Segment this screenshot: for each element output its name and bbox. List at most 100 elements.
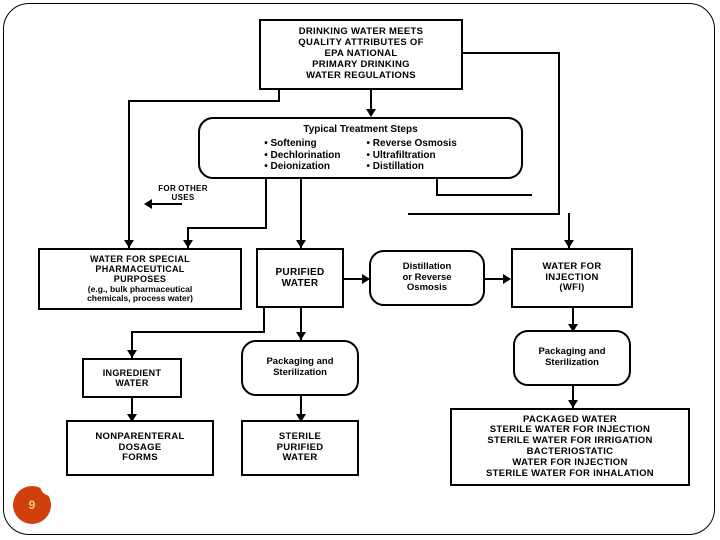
packaged-water-line-2: STERILE WATER FOR INJECTION [489,424,651,436]
sterile-purified-line-1: STERILE [278,430,322,442]
edge-treatment-to-special-fall [187,227,190,248]
edge-drinking-left-stub [278,90,281,102]
edge-for-other-uses [152,203,182,206]
special-pharma-line-1: WATER FOR SPECIAL [90,253,190,264]
node-packaging-sterilization-right[interactable]: Packaging and Sterilization [513,330,631,386]
purified-water-line-1: PURIFIED [275,266,325,278]
nonparenteral-line-3: FORMS [122,452,158,464]
wfi-line-3: (WFI) [559,282,585,294]
arrowhead-packaging-center [296,332,306,340]
node-special-pharmaceutical[interactable]: WATER FOR SPECIAL PHARMACEUTICAL PURPOSE… [38,248,242,310]
arrowhead-special-pharma-left [124,240,134,248]
drinking-water-line-5: WATER REGULATIONS [306,69,416,81]
node-water-for-injection[interactable]: WATER FOR INJECTION (WFI) [511,248,633,308]
packaged-water-line-1: PACKAGED WATER [522,413,618,425]
for-other-uses-line-2: OTHER [178,184,208,193]
edge-treatment-to-special-run [187,227,267,230]
edge-ingredient-to-nonparenteral [131,398,134,420]
page-badge-notch [40,485,51,496]
packaging-center-line-2: Sterilization [273,367,327,378]
packaging-right-line-2: Sterilization [545,357,599,368]
node-sterile-purified-water[interactable]: STERILE PURIFIED WATER [241,420,359,476]
arrowhead-treatment-in [366,109,376,117]
page-number-text: 9 [28,498,36,512]
for-other-uses-line-3: USES [171,192,195,202]
drinking-water-line-4: PRIMARY DRINKING [312,58,410,70]
edge-purified-to-ingredient-drop [263,308,266,333]
packaged-water-line-4: BACTERIOSTATIC [526,446,614,457]
node-nonparenteral-dosage-forms[interactable]: NONPARENTERAL DOSAGE FORMS [66,420,214,476]
arrowhead-wfi-left [503,274,511,284]
treatment-left-item-3: • Deionization [264,160,330,172]
purified-water-line-2: WATER [281,278,319,289]
edge-drinking-right-top [462,52,560,55]
edge-treatment-to-ro-run [436,194,532,197]
drinking-water-line-2: QUALITY ATTRIBUTES OF [298,37,424,49]
special-pharma-line-5: chemicals, process water) [87,293,193,304]
nonparenteral-line-2: DOSAGE [118,441,162,453]
edge-treatment-to-special-drop [265,178,268,229]
ingredient-water-line-1: INGREDIENT [102,367,162,378]
treatment-right-item-1: • Reverse Osmosis [366,138,457,150]
sterile-purified-line-2: PURIFIED [276,441,324,453]
arrowhead-ro-left [362,274,370,284]
annotation-for-other-uses: FOR OTHER USES [153,184,213,202]
edge-right-trunk-to-wfi [568,213,571,248]
edge-packaging-to-sterile [300,396,303,420]
treatment-steps-column-left: • Softening • Dechlorination • Deionizat… [264,138,340,172]
treatment-left-item-2: • Dechlorination [264,149,341,161]
ingredient-water-line-2: WATER [115,378,149,388]
node-packaged-water[interactable]: PACKAGED WATER STERILE WATER FOR INJECTI… [450,408,690,486]
edge-packaging-to-packaged [572,386,575,408]
for-other-uses-line-1: FOR [158,184,177,193]
drinking-water-line-1: DRINKING WATER MEETS [298,26,424,38]
drinking-water-line-3: EPA NATIONAL [324,48,398,60]
node-packaging-sterilization-center[interactable]: Packaging and Sterilization [241,340,359,396]
node-treatment-steps[interactable]: Typical Treatment Steps • Softening • De… [198,117,523,179]
arrowhead-packaged-water [568,400,578,408]
edge-drinking-right-run [408,213,560,216]
special-pharma-line-2: PHARMACEUTICAL [95,264,185,275]
packaging-right-line-1: Packaging and [538,346,606,358]
arrowhead-for-other-uses [144,199,152,209]
edge-purified-to-ro [343,278,369,281]
treatment-steps-heading: Typical Treatment Steps [303,123,418,135]
edge-drinking-right-drop [558,52,561,215]
special-pharma-line-4: (e.g., bulk pharmaceutical [87,283,193,294]
packaging-center-line-1: Packaging and [266,356,334,368]
arrowhead-wfi-top [564,240,574,248]
wfi-line-1: WATER FOR [542,260,602,272]
arrowhead-nonparenteral [127,414,137,422]
edge-purified-to-ingredient-fall [131,331,134,358]
edge-drinking-to-treatment [370,90,373,112]
treatment-right-item-3: • Distillation [366,160,424,172]
packaged-water-line-5: WATER FOR INJECTION [512,456,628,468]
node-purified-water[interactable]: PURIFIED WATER [256,248,344,308]
treatment-steps-columns: • Softening • Dechlorination • Deionizat… [264,138,457,172]
arrowhead-purified-water [296,240,306,248]
node-ingredient-water[interactable]: INGREDIENT WATER [82,358,182,398]
edge-treatment-to-purified-stub [300,178,303,248]
node-drinking-water[interactable]: DRINKING WATER MEETS QUALITY ATTRIBUTES … [259,19,463,90]
edge-wfi-to-packaging [572,308,575,334]
edge-ro-to-wfi [484,278,510,281]
packaged-water-line-3: STERILE WATER FOR IRRIGATION [487,435,653,447]
distillation-ro-line-2: or Reverse [402,271,452,283]
treatment-left-item-1: • Softening [264,138,317,150]
edge-treatment-to-ro-drop [436,178,439,196]
distillation-ro-line-3: Osmosis [406,282,448,294]
treatment-right-item-2: • Ultrafiltration [366,149,436,161]
distillation-ro-line-1: Distillation [402,260,452,272]
wfi-line-2: INJECTION [545,271,599,283]
special-pharma-line-3: PURPOSES [113,274,167,285]
edge-purified-to-packaging [300,308,303,340]
arrowhead-ingredient-water [127,350,137,358]
page-number-badge: 9 [13,485,51,524]
nonparenteral-line-1: NONPARENTERAL [95,430,185,442]
node-distillation-reverse-osmosis[interactable]: Distillation or Reverse Osmosis [369,250,485,306]
edge-drinking-left-run [128,100,280,103]
edge-purified-to-ingredient-run [131,331,265,334]
arrowhead-sterile-purified-water [296,414,306,422]
arrowhead-packaging-right [568,324,578,332]
